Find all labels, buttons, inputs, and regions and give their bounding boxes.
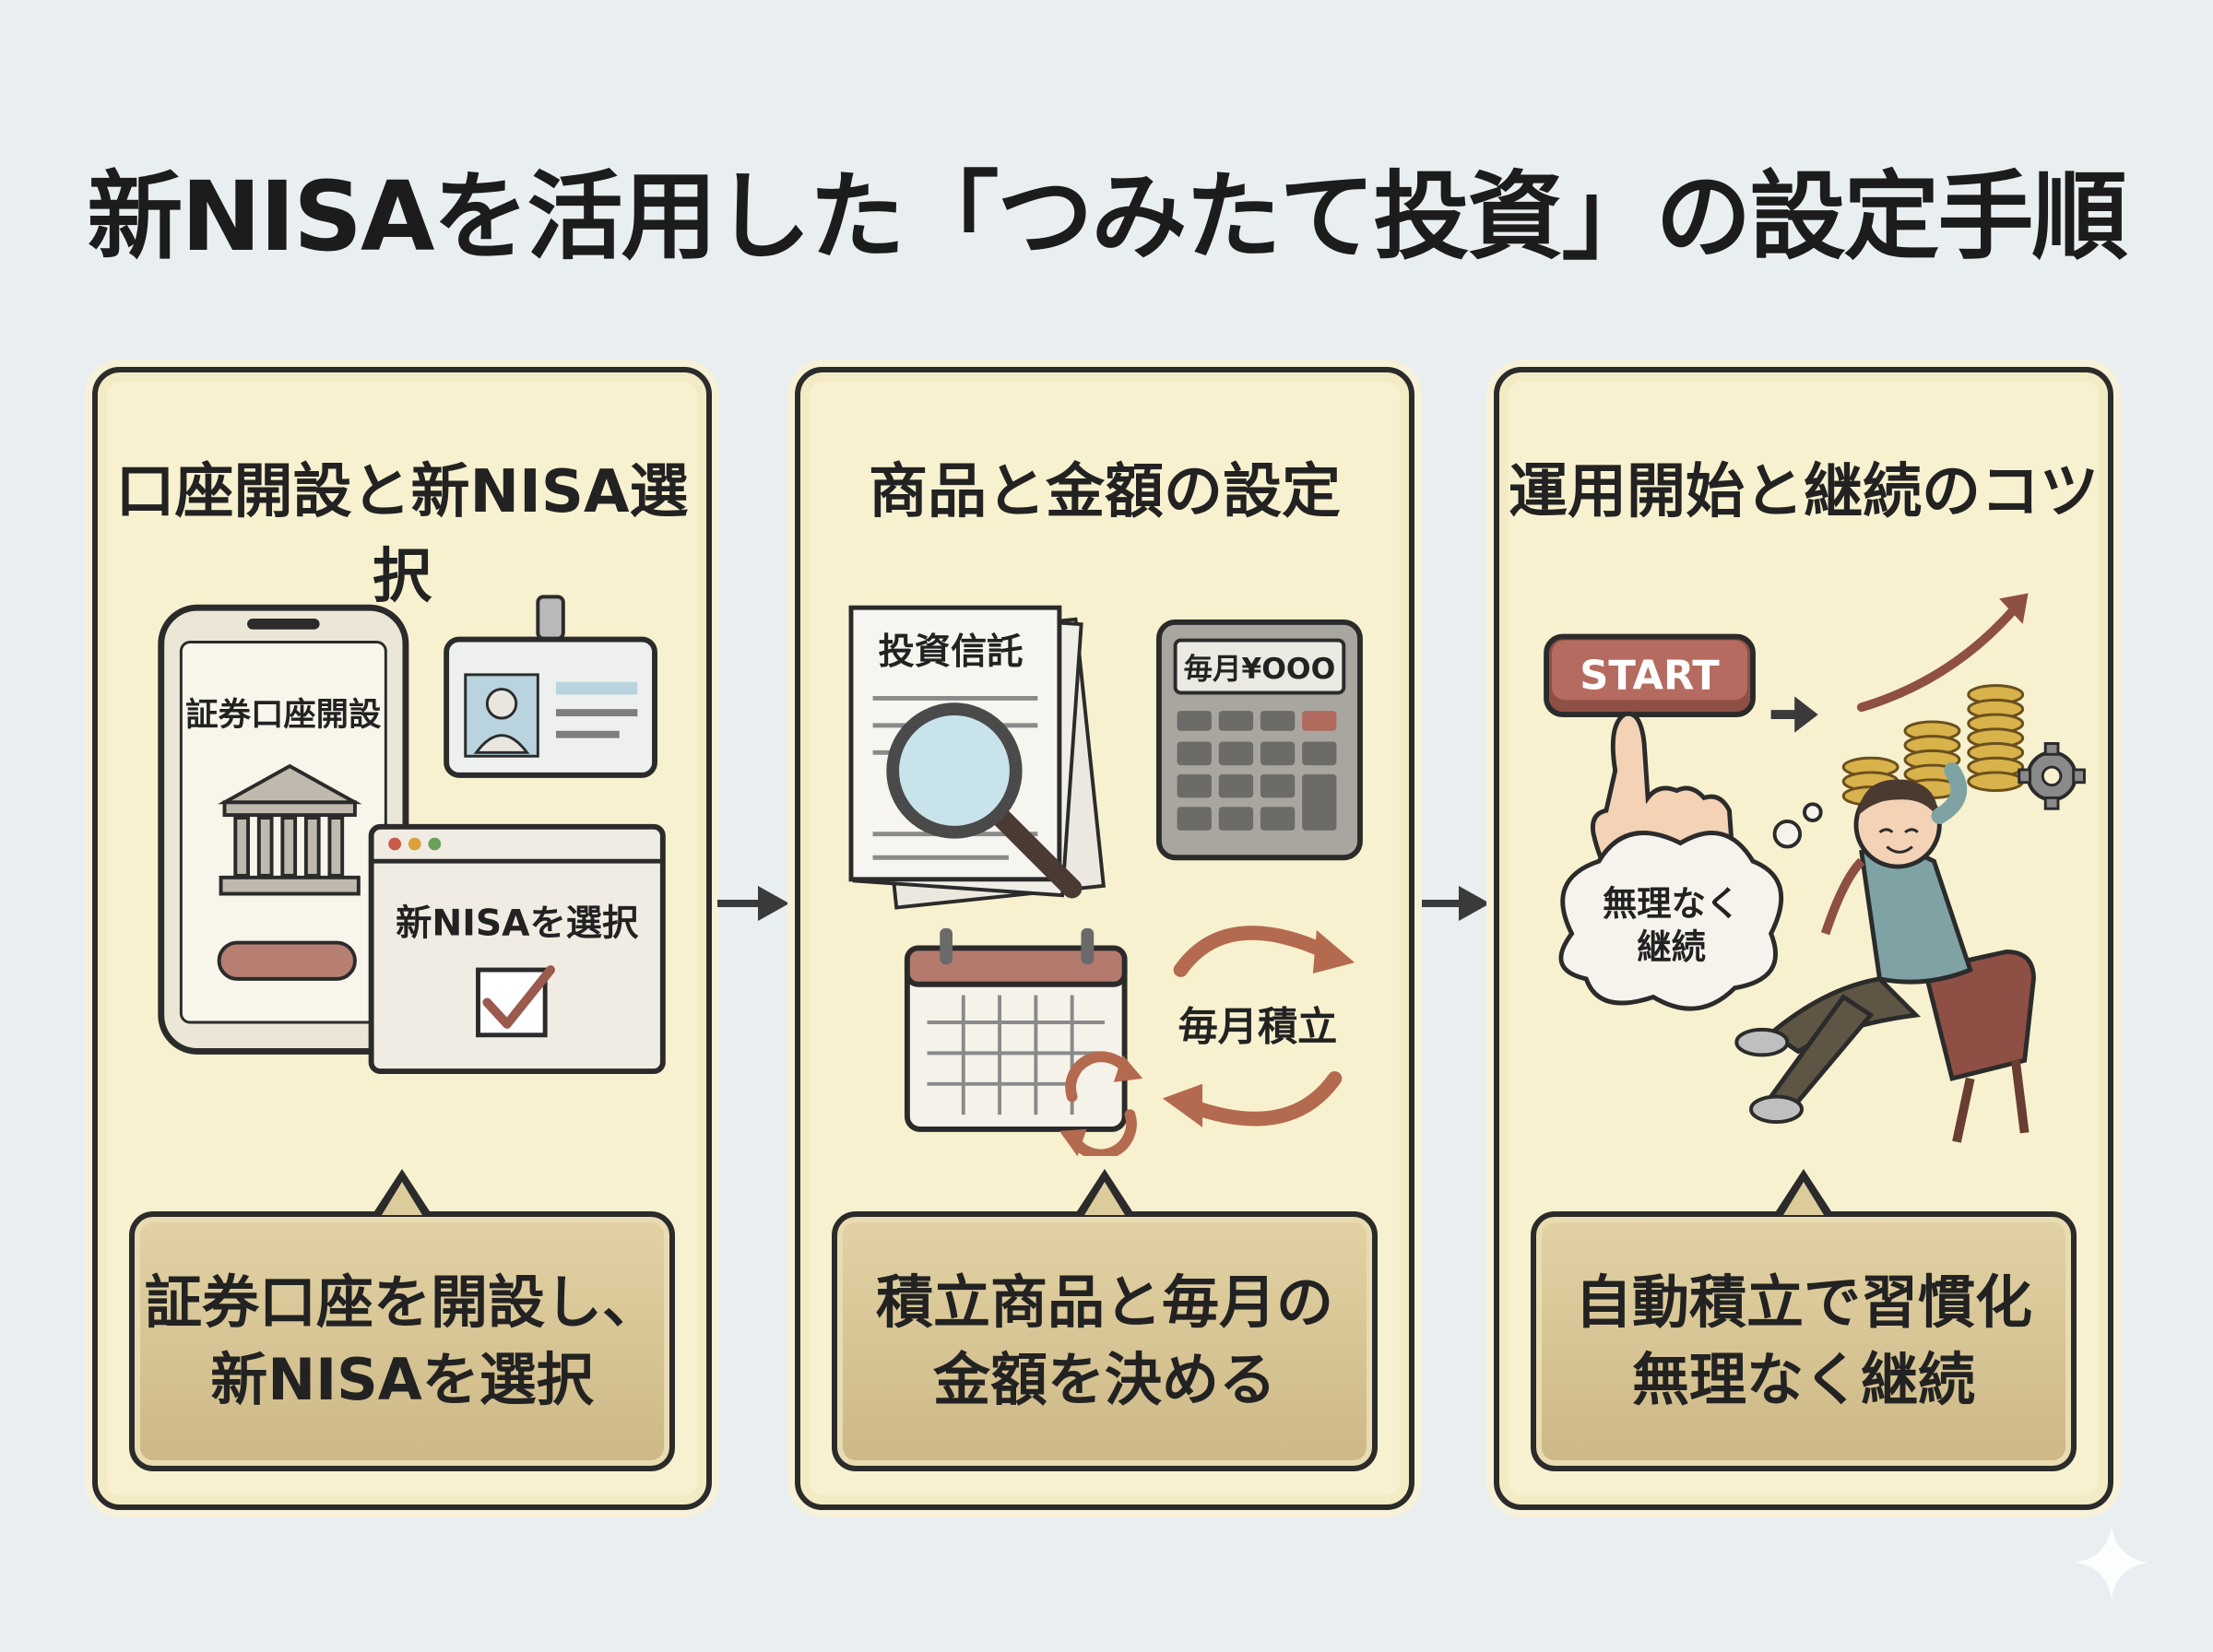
thought-line-2: 継続: [1637, 926, 1706, 967]
step-2-caption-line-1: 積立商品と毎月の: [875, 1268, 1333, 1336]
growth-arrow-icon: [1856, 593, 2029, 713]
magnifier-icon: [886, 702, 1083, 899]
id-card-icon: [444, 595, 657, 778]
page-title: 新NISAを活用した「つみたて投資」の設定手順: [87, 160, 2127, 273]
phone-label: 証券口座開設: [185, 696, 382, 734]
step-3-panel: 運用開始と継続のコツ START: [1494, 367, 2113, 1510]
step-3-illustration: START: [1544, 593, 2086, 1143]
calculator-icon: [1155, 619, 1363, 861]
step-1-heading: 口座開設と新NISA選択: [115, 458, 689, 611]
document-label: 投資信託: [878, 631, 1023, 673]
relaxing-person-icon: [1734, 762, 2036, 1143]
step-3-caption: 自動積立で習慣化 無理なく継続: [1531, 1169, 2077, 1471]
arrow-right-icon: [1418, 886, 1490, 921]
step-3-caption-line-1: 自動積立で習慣化: [1574, 1268, 2032, 1336]
step-2-caption-line-2: 金額を決める: [932, 1346, 1276, 1413]
checkbox-checked-icon: [476, 965, 555, 1038]
start-button-graphic: [1544, 633, 1756, 718]
refresh-cycle-icon: [1065, 1051, 1137, 1156]
arrow-right-icon: [717, 886, 789, 921]
step-1-caption: 証券口座を開設し、 新NISAを選択: [129, 1169, 675, 1471]
step-1-panel: 口座開設と新NISA選択 証券口座開設: [92, 367, 712, 1510]
step-1-caption-line-2: 新NISAを選択: [210, 1346, 594, 1413]
sparkle-icon: [2075, 1526, 2148, 1599]
browser-window-icon: [368, 823, 666, 1074]
bank-icon: [217, 763, 362, 896]
step-2-panel: 商品と金額の設定 投資信託: [795, 367, 1414, 1510]
cycle-label: 毎月積立: [1178, 1005, 1338, 1051]
window-label: 新NISAを選択: [396, 903, 639, 945]
thought-bubble: [1558, 802, 1823, 1011]
step-2-heading: 商品と金額の設定: [869, 458, 1341, 526]
calculator-display: 毎月¥OOO: [1184, 653, 1336, 686]
arrow-right-icon: [1770, 696, 1818, 733]
step-1-illustration: 証券口座開設: [158, 595, 666, 1074]
gear-icon: [2018, 742, 2086, 810]
step-1-caption-line-1: 証券口座を開設し、: [144, 1268, 659, 1336]
monthly-cycle-icon: [1173, 926, 1343, 1127]
step-3-caption-line-2: 無理なく継続: [1631, 1346, 1975, 1413]
phone-submit-button: [217, 940, 357, 981]
step-2-illustration: 投資信託 毎月¥OOO: [848, 605, 1363, 1156]
thought-line-1: 無理なく: [1603, 883, 1740, 924]
start-button-label: START: [1580, 654, 1720, 700]
step-3-heading: 運用開始と継続のコツ: [1509, 458, 2099, 526]
calendar-icon: [904, 927, 1128, 1132]
step-2-caption: 積立商品と毎月の 金額を決める: [832, 1169, 1378, 1471]
